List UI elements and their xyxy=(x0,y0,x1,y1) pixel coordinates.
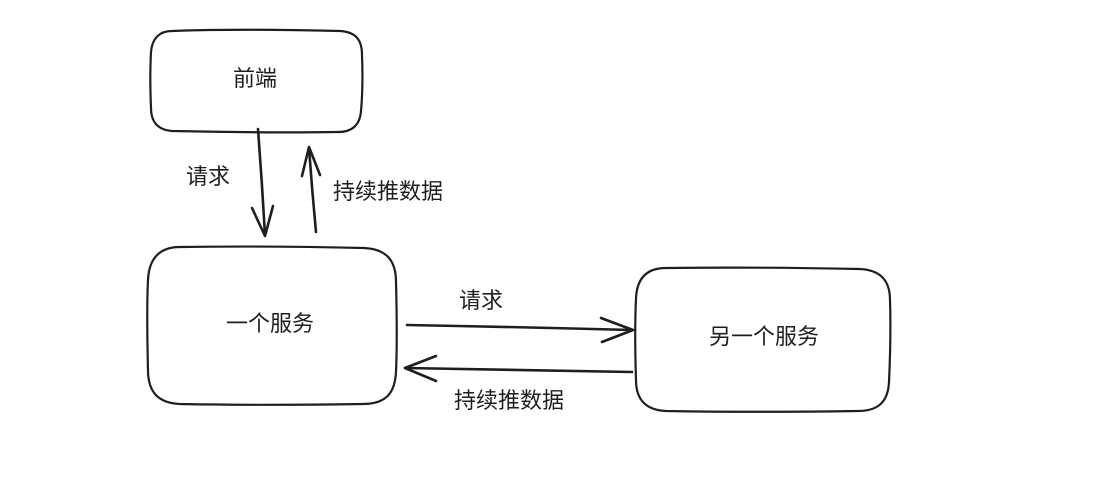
edge-service-to-frontend[interactable]: 持续推数据 xyxy=(300,145,443,234)
node-other-service-label: 另一个服务 xyxy=(709,325,819,350)
node-service-label: 一个服务 xyxy=(226,312,314,337)
edge-frontend-to-service-label: 请求 xyxy=(186,165,230,190)
edge-service-to-frontend-label: 持续推数据 xyxy=(333,180,443,205)
edge-service-to-frontend-line xyxy=(307,146,318,234)
node-service[interactable]: 一个服务 xyxy=(146,245,398,406)
edge-other-to-service-label: 持续推数据 xyxy=(454,389,564,414)
edge-other-to-service[interactable]: 持续推数据 xyxy=(403,354,634,414)
edge-other-to-service-line xyxy=(403,366,634,374)
edge-service-to-frontend-arrowhead xyxy=(300,145,322,178)
edge-service-to-other[interactable]: 请求 xyxy=(405,289,635,344)
edge-other-to-service-arrowhead xyxy=(403,354,438,383)
node-other-service-box xyxy=(634,266,892,413)
node-frontend-label: 前端 xyxy=(233,67,277,92)
edge-service-to-other-label: 请求 xyxy=(459,289,503,314)
node-other-service[interactable]: 另一个服务 xyxy=(634,266,892,413)
node-frontend[interactable]: 前端 xyxy=(149,28,364,134)
edge-frontend-to-service[interactable]: 请求 xyxy=(186,127,275,238)
edge-frontend-to-service-line xyxy=(256,127,267,237)
node-service-box xyxy=(146,245,398,406)
edge-service-to-other-arrowhead xyxy=(599,316,635,344)
node-frontend-box xyxy=(149,28,364,134)
edge-service-to-other-line xyxy=(405,323,634,332)
edge-frontend-to-service-arrowhead xyxy=(250,204,275,238)
